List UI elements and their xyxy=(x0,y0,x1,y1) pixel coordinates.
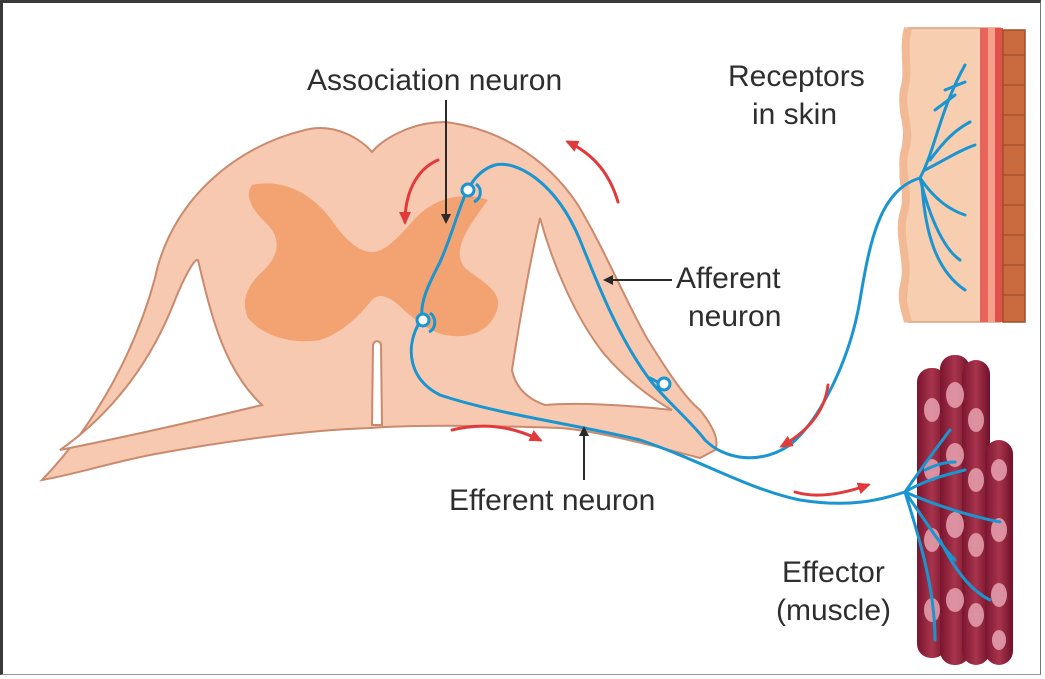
red-direction-arrow xyxy=(795,485,868,495)
muscle-fibers xyxy=(917,355,1013,665)
red-direction-arrow xyxy=(782,385,828,446)
efferent-neuron-label: Efferent neuron xyxy=(449,484,655,518)
receptors-label-line1: Receptors xyxy=(728,60,865,94)
receptors-label-line2: in skin xyxy=(752,98,837,132)
cord-ventral-fissure xyxy=(372,341,382,425)
afferent-neuron-label-line2: neuron xyxy=(688,300,781,334)
effector-label-line2: (muscle) xyxy=(776,594,891,628)
red-direction-arrow xyxy=(568,142,618,202)
afferent-cell-body xyxy=(658,378,670,390)
association-neuron-label: Association neuron xyxy=(307,64,562,98)
afferent-neuron-label-line1: Afferent xyxy=(676,262,781,296)
red-direction-arrow xyxy=(452,426,540,440)
effector-label-line1: Effector xyxy=(782,556,885,590)
